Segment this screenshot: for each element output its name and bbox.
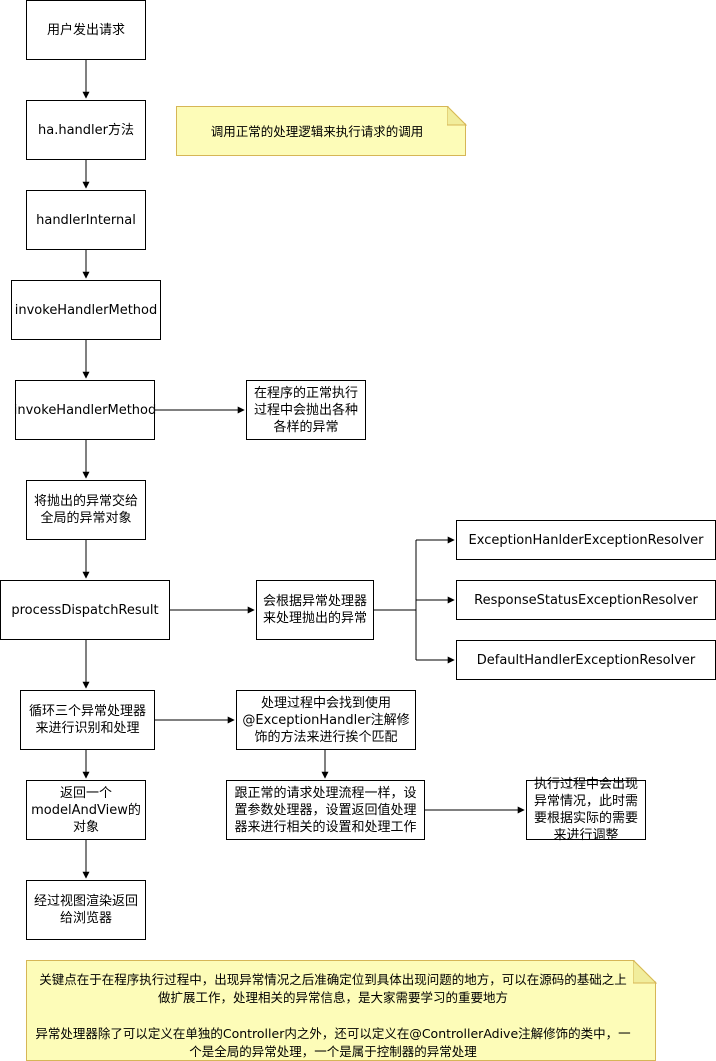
node-throw-exception-note: 在程序的正常执行过程中会抛出各种各样的异常: [246, 380, 366, 440]
node-handler-internal: handlerInternal: [26, 190, 146, 250]
node-ha-handler: ha.handler方法: [26, 100, 146, 160]
summary-line-1: 关键点在于在程序执行过程中，出现异常情况之后准确定位到具体出现问题的地方，可以在…: [39, 972, 627, 1005]
node-adjust-note: 执行过程中会出现异常情况，此时需要根据实际的需要来进行调整: [526, 777, 646, 843]
node-resolver-2: ResponseStatusExceptionResolver: [456, 580, 716, 620]
summary-line-2: 异常处理器除了可以定义在单独的Controller内之外，还可以定义在@Cont…: [35, 1026, 631, 1059]
node-render-view: 经过视图渲染返回给浏览器: [26, 880, 146, 940]
node-resolver-3: DefaultHandlerExceptionResolver: [456, 640, 716, 680]
node-process-dispatch-result: processDispatchResult: [0, 580, 170, 640]
node-user-request: 用户发出请求: [26, 0, 146, 60]
summary-note-fold-icon: [633, 960, 657, 984]
node-same-as-normal: 跟正常的请求处理流程一样，设置参数处理器，设置返回值处理器来进行相关的设置和处理…: [226, 780, 425, 840]
node-invoke-handler-method-2: invokeHandlerMethod: [14, 380, 156, 440]
node-invoke-handler-method-1: invokeHandlerMethod: [11, 280, 161, 340]
node-resolver-1: ExceptionHanlderExceptionResolver: [456, 520, 716, 560]
note-summary: 关键点在于在程序执行过程中，出现异常情况之后准确定位到具体出现问题的地方，可以在…: [26, 960, 656, 1061]
note-normal-logic: 调用正常的处理逻辑来执行请求的调用: [176, 106, 466, 156]
node-hand-to-global: 将抛出的异常交给全局的异常对象: [26, 480, 146, 540]
node-return-model-and-view: 返回一个modelAndView的对象: [26, 780, 146, 840]
note-fold-icon: [447, 106, 467, 126]
node-find-annotation: 处理过程中会找到使用@ExceptionHandler注解修饰的方法来进行挨个匹…: [236, 690, 416, 750]
node-resolver-handle: 会根据异常处理器来处理抛出的异常: [256, 580, 374, 640]
node-loop-resolvers: 循环三个异常处理器来进行识别和处理: [20, 690, 155, 750]
